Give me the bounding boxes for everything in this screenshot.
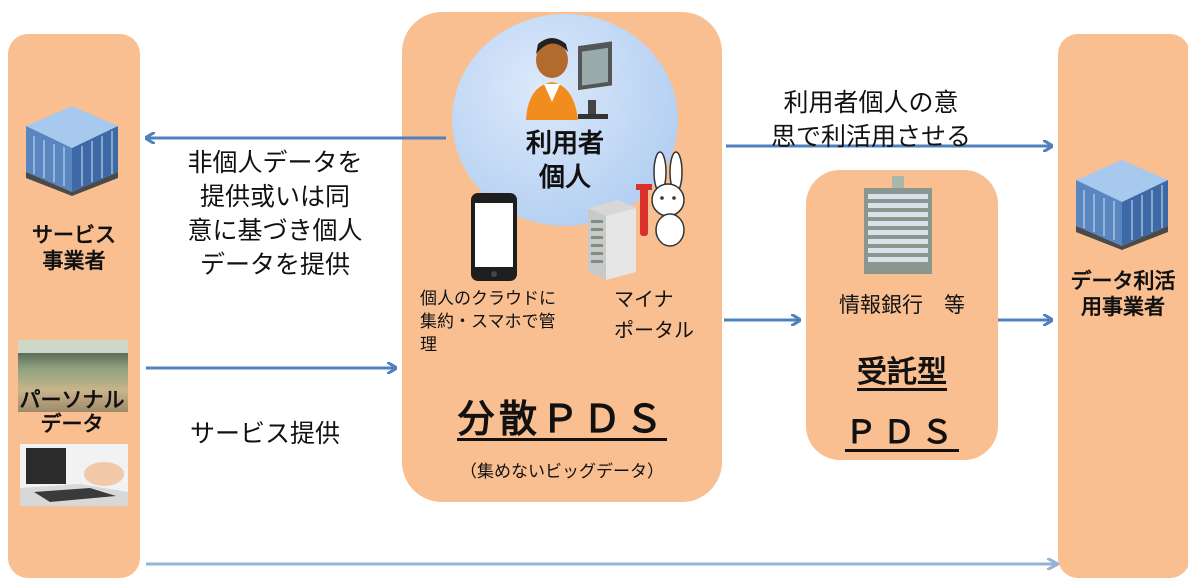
- data-user-column: [1058, 34, 1188, 578]
- storefront-photo: [18, 340, 128, 412]
- distributed-pds-subtitle: （集めないビッグデータ）: [460, 462, 664, 482]
- mascot-rabbit-icon: [636, 151, 685, 247]
- distributed-pds-title: 分散ＰＤＳ: [456, 397, 667, 441]
- entrusted-pds-label: ＰＤＳ: [844, 413, 959, 451]
- service-provider-label: サービス 事業者: [32, 223, 116, 274]
- entrusted-label: 受託型: [857, 355, 947, 390]
- service-provision-text: サービス提供: [190, 419, 341, 448]
- cloud-note: 個人のクラウドに 集約・スマホで管 理: [420, 289, 556, 355]
- office-building-icon: [26, 106, 118, 196]
- laptop-photo: [20, 444, 128, 506]
- personal-data-label: パーソナル データ: [19, 388, 125, 437]
- data-user-label: データ利活 用事業者: [1070, 269, 1176, 320]
- non-personal-data-text: 非個人データを 提供或いは同 意に基づき個人 データを提供: [187, 148, 363, 279]
- server-icon: [588, 200, 636, 280]
- info-bank-label: 情報銀行 等: [839, 293, 965, 317]
- intent-text: 利用者個人の意 思で利活用させる: [770, 88, 971, 151]
- myna-portal-label: マイナ ポータル: [614, 287, 694, 342]
- office-building-icon: [1076, 160, 1168, 250]
- user-label: 利用者 個人: [525, 129, 604, 193]
- office-tower-icon: [864, 176, 932, 274]
- user-at-computer-icon: [526, 38, 612, 120]
- smartphone-icon: [471, 193, 517, 281]
